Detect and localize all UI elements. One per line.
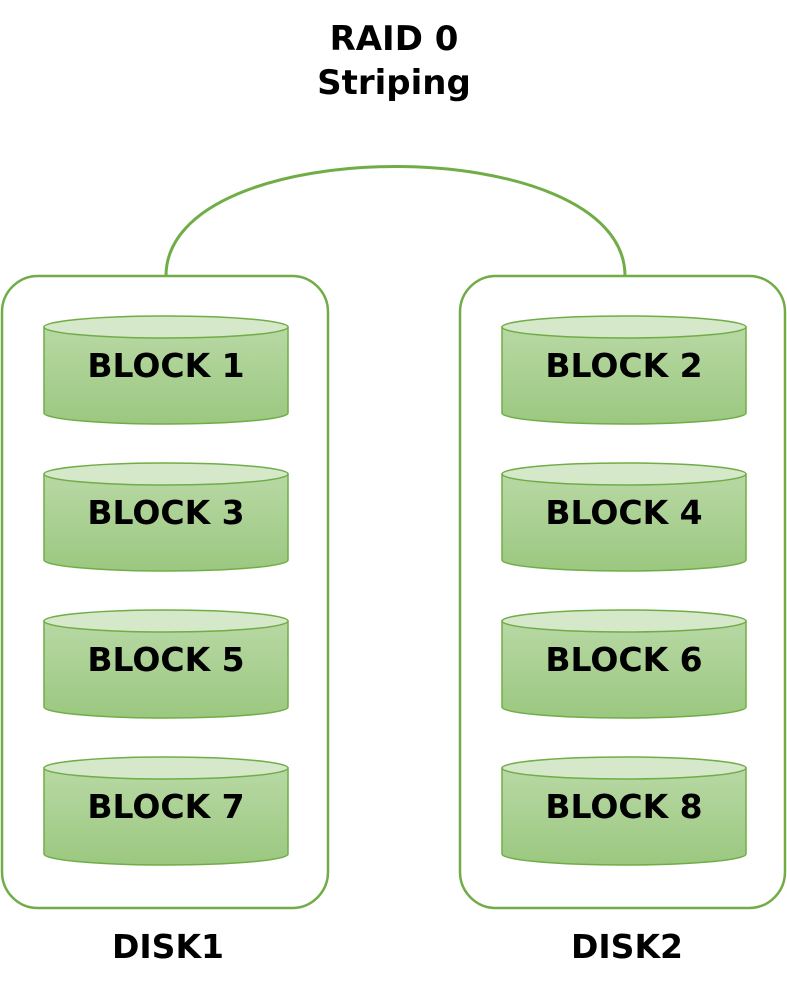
disk-2-label: DISK2 — [571, 927, 683, 966]
block-cylinder-top — [501, 315, 747, 339]
block-label: BLOCK 6 — [545, 640, 702, 679]
block-cylinder-body — [501, 326, 747, 425]
disk-1-label: DISK1 — [112, 927, 224, 966]
block-cylinder-body — [43, 473, 289, 572]
block-cylinder: BLOCK 1 — [43, 315, 289, 425]
block-cylinder-body — [501, 620, 747, 719]
striping-connector-arc — [164, 165, 627, 277]
block-label: BLOCK 1 — [87, 346, 244, 385]
disk-1: BLOCK 1 BLOCK 3 BLOCK 5 BLOCK 7 DISK1 — [0, 274, 330, 966]
block-cylinder-top — [501, 756, 747, 780]
block-cylinder: BLOCK 5 — [43, 609, 289, 719]
block-cylinder: BLOCK 3 — [43, 462, 289, 572]
block-cylinder: BLOCK 4 — [501, 462, 747, 572]
block-cylinder-body — [43, 767, 289, 866]
disk-1-container — [0, 274, 330, 910]
block-cylinder-top — [501, 462, 747, 486]
block-label: BLOCK 8 — [545, 787, 702, 826]
block-cylinder-top — [501, 609, 747, 633]
block-cylinder-top — [43, 609, 289, 633]
block-label: BLOCK 3 — [87, 493, 244, 532]
block-label: BLOCK 7 — [87, 787, 244, 826]
block-cylinder: BLOCK 8 — [501, 756, 747, 866]
title-line-2: Striping — [317, 63, 471, 103]
block-cylinder: BLOCK 6 — [501, 609, 747, 719]
block-cylinder-body — [43, 620, 289, 719]
disk-2-container — [458, 274, 787, 910]
block-label: BLOCK 2 — [545, 346, 702, 385]
block-cylinder: BLOCK 7 — [43, 756, 289, 866]
block-cylinder: BLOCK 2 — [501, 315, 747, 425]
block-label: BLOCK 4 — [545, 493, 702, 532]
block-cylinder-top — [43, 315, 289, 339]
block-cylinder-top — [43, 756, 289, 780]
block-cylinder-top — [43, 462, 289, 486]
block-cylinder-body — [501, 767, 747, 866]
block-label: BLOCK 5 — [87, 640, 244, 679]
block-cylinder-body — [501, 473, 747, 572]
title-line-1: RAID 0 — [330, 19, 459, 59]
disk-2: BLOCK 2 BLOCK 4 BLOCK 6 BLOCK 8 DISK2 — [458, 274, 787, 966]
block-cylinder-body — [43, 326, 289, 425]
